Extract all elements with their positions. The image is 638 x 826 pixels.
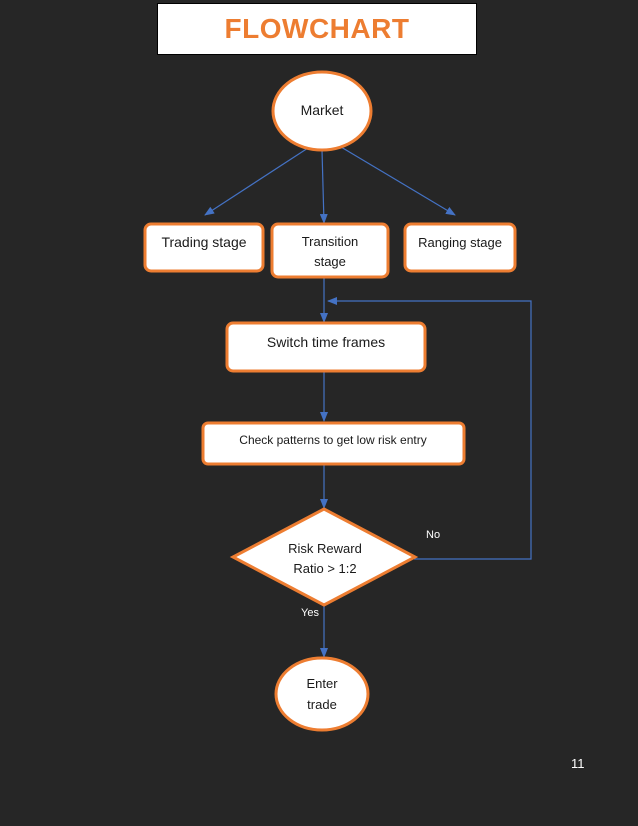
node-switch-time-frames: Switch time frames — [225, 321, 427, 373]
edge-label-no: No — [426, 529, 440, 541]
node-ranging-stage: Ranging stage — [403, 222, 517, 273]
arrow-market-to-trading — [204, 147, 309, 216]
enter-trade-line2: trade — [307, 697, 337, 712]
trading-stage-label: Trading stage — [161, 234, 246, 250]
page-number: 11 — [571, 756, 585, 771]
enter-trade-line1: Enter — [306, 676, 338, 691]
node-market: Market — [271, 70, 373, 152]
market-label: Market — [301, 102, 344, 118]
arrow-market-to-ranging — [340, 146, 456, 216]
node-enter-trade: Enter trade — [274, 656, 370, 732]
arrow-market-to-transition — [319, 149, 328, 224]
page-title: FLOWCHART — [224, 13, 410, 44]
node-transition-stage: Transition stage — [270, 222, 390, 279]
decision-line2: Ratio > 1:2 — [293, 561, 356, 576]
arrow-no-loop-back — [327, 297, 532, 560]
title-box: FLOWCHART — [157, 3, 477, 55]
decision-line1: Risk Reward — [288, 541, 362, 556]
node-trading-stage: Trading stage — [143, 222, 265, 273]
check-patterns-label: Check patterns to get low risk entry — [239, 433, 426, 447]
node-decision-risk-reward: Risk Reward Ratio > 1:2 — [229, 507, 419, 607]
node-check-patterns: Check patterns to get low risk entry — [201, 421, 466, 466]
transition-stage-line1: Transition — [302, 234, 359, 249]
switch-time-frames-label: Switch time frames — [267, 334, 385, 350]
edge-label-yes: Yes — [301, 607, 319, 619]
ranging-stage-label: Ranging stage — [418, 235, 502, 250]
transition-stage-line2: stage — [314, 254, 346, 269]
connectors — [204, 146, 532, 658]
